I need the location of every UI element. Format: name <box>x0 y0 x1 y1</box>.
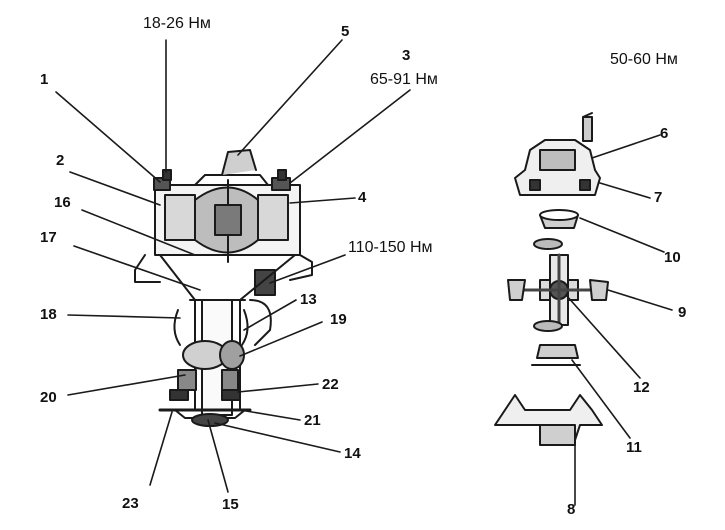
callout-10: 10 <box>664 249 681 266</box>
upper-yoke <box>514 139 601 196</box>
callout-19: 19 <box>330 311 347 328</box>
callout-2: 2 <box>56 152 65 169</box>
leader-lines <box>55 39 673 506</box>
bearing-cap-top <box>539 209 579 229</box>
bearing-cap-bottom <box>531 344 581 366</box>
top-bracket <box>194 149 269 186</box>
torque-right: 50-60 Нм <box>610 51 678 68</box>
central-shaft <box>177 299 245 416</box>
callout-14: 14 <box>344 445 361 462</box>
callout-22: 22 <box>322 376 339 393</box>
callout-13: 13 <box>300 291 317 308</box>
callout-21: 21 <box>304 412 321 429</box>
callout-4: 4 <box>358 189 367 206</box>
callout-12: 12 <box>633 379 650 396</box>
torque-3: 65-91 Нм <box>370 71 438 88</box>
callout-3: 3 <box>402 47 411 64</box>
callout-20: 20 <box>40 389 57 406</box>
callout-16: 16 <box>54 194 71 211</box>
torque-mid: 110-150 Нм <box>348 239 433 256</box>
callout-6: 6 <box>660 125 669 142</box>
callout-11: 11 <box>626 439 642 456</box>
callout-17: 17 <box>40 229 57 246</box>
side-bearing-caps <box>507 238 609 332</box>
upper-housing <box>154 179 301 263</box>
top-bolts <box>153 169 291 191</box>
callout-8: 8 <box>567 501 576 518</box>
callout-5: 5 <box>341 23 350 40</box>
lower-yoke <box>494 394 603 446</box>
callout-1: 1 <box>40 71 49 88</box>
cross-spider <box>518 253 600 327</box>
bolt-part <box>582 112 593 142</box>
callout-7: 7 <box>654 189 663 206</box>
side-flanges <box>134 254 313 296</box>
callout-15: 15 <box>222 496 239 513</box>
callout-23: 23 <box>122 495 139 512</box>
callout-9: 9 <box>678 304 687 321</box>
base-flange <box>158 389 252 427</box>
torque-top: 18-26 Нм <box>143 15 211 32</box>
callout-18: 18 <box>40 306 57 323</box>
